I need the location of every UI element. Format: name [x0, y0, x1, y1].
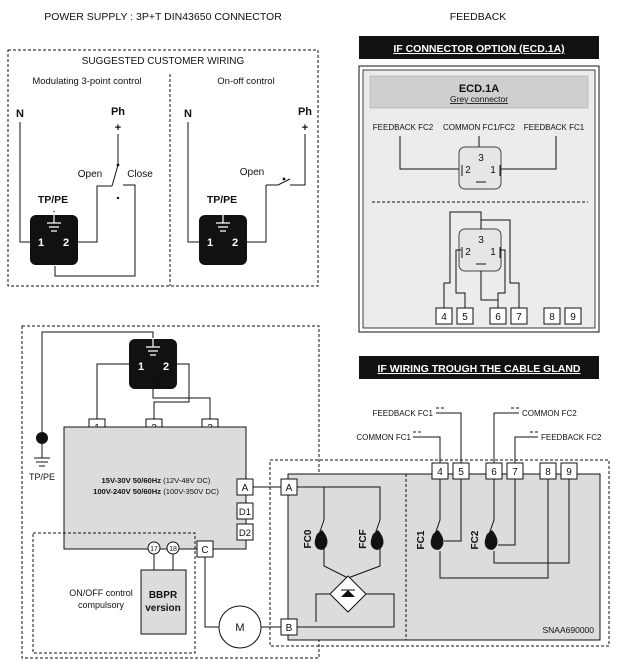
gland-common-fc2: COMMON FC2 [522, 409, 577, 418]
voltage-high: 100V-240V 50/60Hz (100V-350V DC) [93, 487, 219, 496]
ecd-pin-3-bottom: 3 [478, 235, 484, 246]
gland-feedback-fc2: FEEDBACK FC2 [541, 433, 602, 442]
ecd-pin-2-bottom: 2 [465, 247, 471, 258]
pin-1-left: 1 [38, 237, 44, 249]
close-label-left: Close [127, 169, 153, 180]
phase-label-right: Ph [298, 106, 312, 118]
bbpr-line2: version [145, 603, 181, 614]
pin-2-right: 2 [232, 237, 238, 249]
phase-plus-right: + [302, 122, 308, 134]
ecd-terminal-8: 8 [549, 312, 555, 323]
power-supply-heading: POWER SUPPLY : 3P+T DIN43650 CONNECTOR [44, 11, 282, 23]
feedback-heading: FEEDBACK [450, 11, 507, 23]
main-connector-pin-1: 1 [138, 361, 144, 373]
din-connector-left: 1 2 3 [30, 211, 78, 265]
ecd-section: IF CONNECTOR OPTION (ECD.1A) ECD.1A Grey… [358, 36, 600, 333]
terminal-a-right: A [286, 483, 293, 494]
ecd-terminal-5: 5 [462, 312, 468, 323]
main-din-connector: 1 2 3 [129, 336, 177, 389]
ecd-pin-2-top: 2 [465, 165, 471, 176]
right-terminal-4: 4 [437, 467, 443, 478]
phase-plus-left: + [115, 122, 121, 134]
main-wiring: 1 2 3 TP/PE 1 2 3 15V-30V 50/60Hz (12V-4… [21, 325, 610, 659]
ecd-terminal-strip: 4 5 6 7 8 9 [435, 307, 582, 325]
main-earth-label: TP/PE [29, 472, 55, 482]
switch-fc1: FC1 [416, 474, 549, 579]
switch-fcf: FCF [358, 519, 384, 550]
ecd-terminal-7: 7 [516, 312, 522, 323]
ecd-pin-3-top: 3 [478, 153, 484, 164]
neutral-label-right: N [184, 108, 192, 120]
ecd-name: ECD.1A [459, 83, 499, 95]
earth-symbol: TP/PE [29, 432, 55, 482]
right-terminal-6: 6 [491, 467, 497, 478]
switch-fc2: FC2 [470, 474, 570, 564]
fc0-label: FC0 [303, 529, 314, 548]
bridge-rectifier [315, 575, 372, 622]
customer-wiring-panel: SUGGESTED CUSTOMER WIRING Modulating 3-p… [7, 49, 319, 287]
bbpr-line1: BBPR [149, 590, 178, 601]
ecd-fc1-label: FEEDBACK FC1 [524, 123, 585, 132]
ecd-terminal-4: 4 [441, 312, 447, 323]
neutral-label-left: N [16, 108, 24, 120]
fc2-label: FC2 [470, 530, 481, 549]
ecd-banner: IF CONNECTOR OPTION (ECD.1A) [393, 43, 564, 55]
ecd-connector-top: 3 2 1 [458, 146, 502, 190]
terminal-a-left: A [242, 483, 249, 494]
terminal-d1: D1 [239, 507, 251, 518]
right-terminal-5: 5 [458, 467, 464, 478]
onoff-label: On-off control [217, 76, 274, 87]
reference-code: SNAA690000 [542, 625, 594, 635]
right-terminal-9: 9 [566, 467, 572, 478]
pin-1-right: 1 [207, 237, 213, 249]
customer-wiring-title: SUGGESTED CUSTOMER WIRING [82, 56, 245, 67]
earth-label-right: TP/PE [207, 194, 237, 206]
switch-fc0: FC0 [303, 519, 328, 550]
earth-label-left: TP/PE [38, 194, 68, 206]
onoff-line2: compulsory [78, 600, 125, 610]
voltage-low: 15V-30V 50/60Hz (12V-48V DC) [102, 476, 211, 485]
motor-label: M [235, 622, 244, 634]
pin-3-left: 3 [51, 251, 57, 263]
pin-2-left: 2 [63, 237, 69, 249]
fc1-label: FC1 [416, 530, 427, 549]
right-terminal-8: 8 [545, 467, 551, 478]
ecd-connector-bottom: 3 2 1 [458, 228, 502, 272]
ecd-pin-1-top: 1 [490, 165, 496, 176]
main-connector-pin-3: 3 [151, 375, 157, 387]
right-terminal-7: 7 [512, 467, 518, 478]
gland-common-fc1: COMMON FC1 [356, 433, 411, 442]
gland-banner: IF WIRING TROUGH THE CABLE GLAND [378, 363, 581, 375]
gland-feedback-fc1: FEEDBACK FC1 [373, 409, 434, 418]
ecd-terminal-9: 9 [570, 312, 576, 323]
ecd-common-label: COMMON FC1/FC2 [443, 123, 516, 132]
fcf-label: FCF [358, 529, 369, 548]
ecd-fc2-label: FEEDBACK FC2 [373, 123, 434, 132]
din-connector-right: 1 2 3 [199, 212, 247, 265]
pin-17: 17 [150, 546, 158, 553]
terminal-c: C [201, 545, 208, 556]
ecd-pin-1-bottom: 1 [490, 247, 496, 258]
terminal-b: B [286, 623, 293, 634]
phase-label-left: Ph [111, 106, 125, 118]
ecd-terminal-6: 6 [495, 312, 501, 323]
onoff-line1: ON/OFF control [69, 588, 133, 598]
ecd-subtitle: Grey connector [450, 94, 508, 104]
pin-18: 18 [169, 546, 177, 553]
open-label-right: Open [240, 167, 264, 178]
terminal-d2: D2 [239, 528, 251, 539]
open-label-left: Open [78, 169, 102, 180]
modulating-label: Modulating 3-point control [32, 76, 141, 87]
main-connector-pin-2: 2 [163, 361, 169, 373]
pin-3-right: 3 [220, 251, 226, 263]
